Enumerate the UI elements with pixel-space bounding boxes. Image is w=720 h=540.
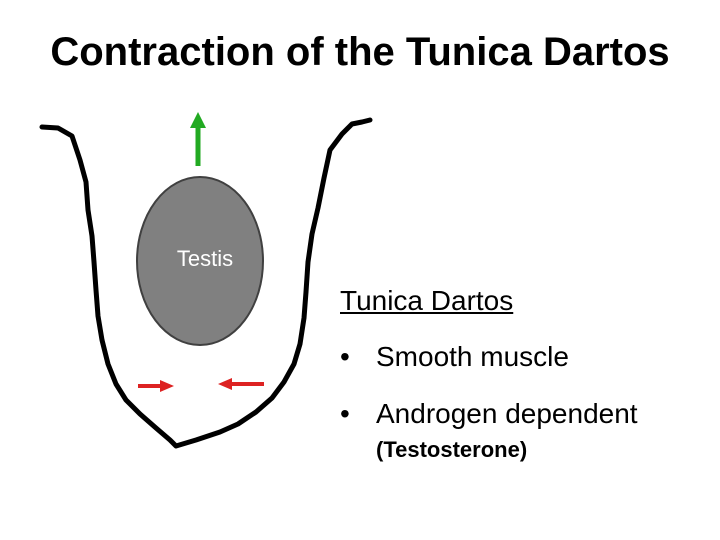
right-arrow-icon — [138, 380, 174, 392]
slide-title: Contraction of the Tunica Dartos — [50, 30, 670, 74]
testis-oval — [136, 176, 264, 346]
bullet-text: Androgen dependent — [376, 398, 638, 429]
testosterone-note: (Testosterone) — [376, 437, 528, 462]
left-arrow-icon — [218, 378, 264, 390]
bullet-item: • Androgen dependent — [340, 397, 638, 431]
scrotal-wall — [39, 117, 373, 449]
bullet-marker: • — [340, 341, 350, 372]
testis-label: Testis — [176, 246, 234, 271]
bullet-text: Smooth muscle — [376, 341, 569, 372]
up-arrow-icon — [190, 112, 206, 166]
bullet-marker: • — [340, 398, 350, 429]
bullet-item: • Smooth muscle — [340, 340, 569, 374]
tunica-dartos-heading: Tunica Dartos — [340, 285, 514, 316]
